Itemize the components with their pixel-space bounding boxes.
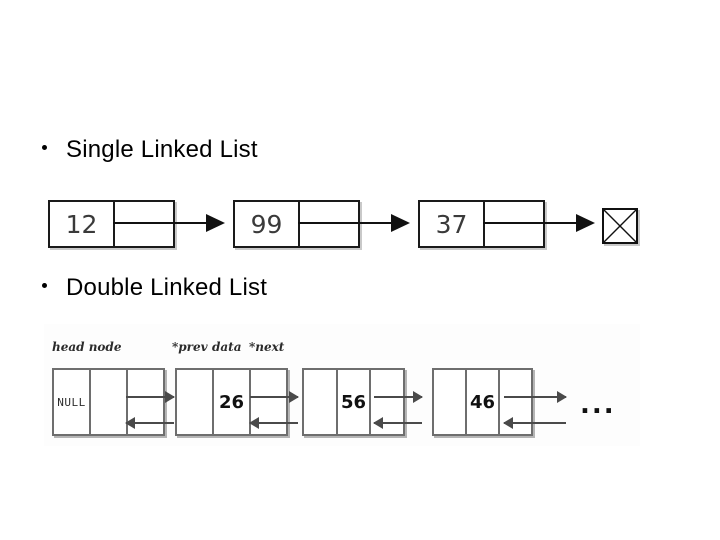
single-linked-list-diagram: 12 99 37 <box>0 190 720 260</box>
dll-next-arrow-3 <box>374 391 423 403</box>
sll-node-3-divider <box>483 202 485 246</box>
dll-next-arrow-1 <box>126 391 175 403</box>
sll-node-2-value: 99 <box>250 209 283 239</box>
dll-node-4: 46 <box>432 368 533 436</box>
dll-label-prev: *prev <box>172 340 208 354</box>
sll-node-3-value: 37 <box>435 209 468 239</box>
dll-node-2-prev-cell <box>177 370 214 434</box>
dll-node-3-value: 56 <box>340 391 367 413</box>
dll-node-3: 56 <box>302 368 405 436</box>
sll-null-terminator-icon <box>602 208 638 244</box>
dll-prev-arrow-3 <box>373 417 422 429</box>
dll-node-2: 26 <box>175 368 288 436</box>
dll-node-2-data-cell: 26 <box>214 370 251 434</box>
bullet-label: Double Linked List <box>66 274 268 301</box>
dll-node-head: NULL <box>52 368 165 436</box>
dll-prev-arrow-1 <box>125 417 174 429</box>
dll-node-head-value: NULL <box>57 395 86 409</box>
dll-node-3-data-cell: 56 <box>338 370 372 434</box>
bullet-marker-icon <box>42 145 47 150</box>
sll-link-arrow-2 <box>298 214 410 232</box>
dll-label-data: data <box>212 340 242 354</box>
sll-node-1: 12 <box>48 200 175 248</box>
dll-node-2-value: 26 <box>218 391 245 413</box>
bullet-label: Single Linked List <box>66 136 258 163</box>
dll-continuation-ellipsis: ... <box>580 390 616 420</box>
sll-node-1-value: 12 <box>65 209 98 239</box>
dll-prev-arrow-4 <box>503 417 566 429</box>
dll-label-head-node: head node <box>52 340 122 354</box>
dll-node-4-value: 46 <box>469 391 496 413</box>
dll-node-head-data-cell <box>91 370 128 434</box>
dll-label-next: *next <box>249 340 285 354</box>
dll-node-4-data-cell: 46 <box>467 370 500 434</box>
bullet-marker-icon <box>42 283 47 288</box>
bullet-item-double-linked-list: Double Linked List <box>42 274 267 302</box>
sll-link-arrow-3 <box>483 214 595 232</box>
dll-node-head-prev-cell: NULL <box>54 370 91 434</box>
double-linked-list-diagram: head node *prev data *next NULL 26 56 <box>44 324 640 446</box>
sll-node-2: 99 <box>233 200 360 248</box>
sll-node-3: 37 <box>418 200 545 248</box>
dll-node-3-prev-cell <box>304 370 338 434</box>
sll-link-arrow-1 <box>113 214 225 232</box>
sll-node-2-divider <box>298 202 300 246</box>
dll-prev-arrow-2 <box>249 417 298 429</box>
dll-next-arrow-4 <box>504 391 567 403</box>
bullet-item-single-linked-list: Single Linked List <box>42 136 258 164</box>
sll-node-1-divider <box>113 202 115 246</box>
dll-node-4-prev-cell <box>434 370 467 434</box>
dll-next-arrow-2 <box>250 391 299 403</box>
